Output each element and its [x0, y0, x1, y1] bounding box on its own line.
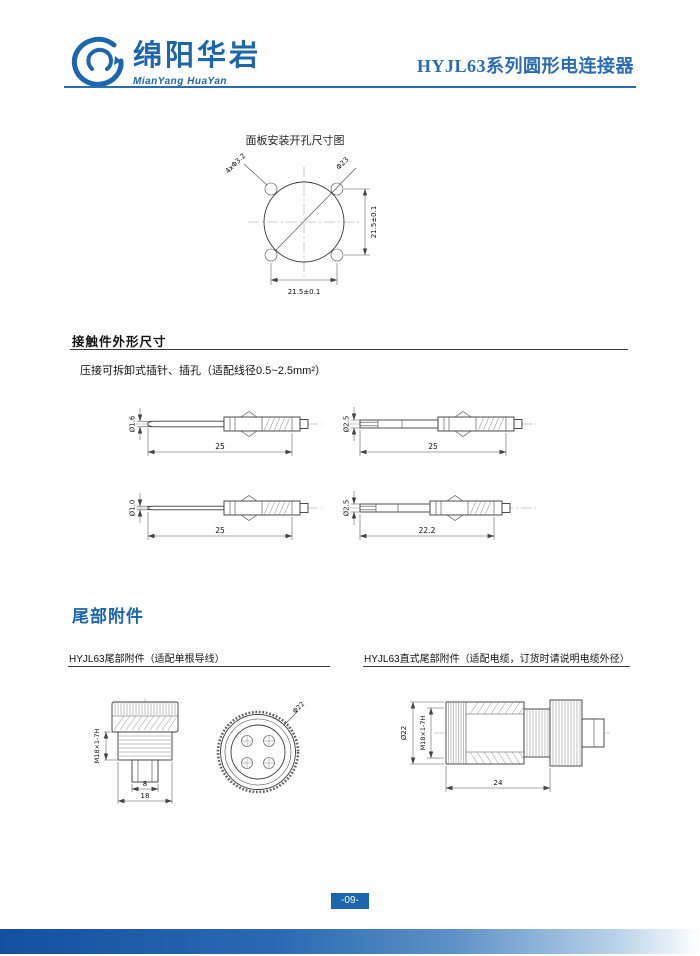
panel-section-title: 面板安装开孔尺寸图	[245, 135, 345, 147]
contact-drawing-pin-2: Ø1.0 25	[129, 493, 322, 540]
diameter-label: Ø1.0	[129, 500, 137, 517]
dim-24-label: 24	[494, 779, 503, 787]
knurled-cap	[111, 701, 179, 733]
tail-section-title: 尾部附件	[72, 607, 144, 626]
panel-vertical-dimension: 21.5±0.1	[344, 188, 378, 256]
footer-bar	[0, 929, 700, 954]
diameter-dimension: Ø1.6	[129, 408, 152, 440]
panel-dim-vertical: 21.5±0.1	[370, 206, 378, 239]
length-dimension: 24	[445, 766, 551, 792]
diameter-dimension: Ø2.5	[343, 491, 366, 525]
dim-18: 18	[117, 762, 173, 804]
panel-dim-horizontal: 21.5±0.1	[288, 288, 321, 296]
wire-holes	[241, 735, 275, 769]
cable-nipple	[131, 759, 159, 783]
thread-label: M18×1-7H	[93, 728, 101, 763]
contact-note: 压接可拆卸式插针、插孔（适配线径0.5~2.5mm²）	[80, 365, 326, 377]
panel-mounting-holes	[264, 182, 344, 262]
length-label: 25	[215, 526, 225, 535]
tail-right-divider	[363, 666, 630, 667]
length-label: 25	[215, 442, 225, 451]
length-label: 22.2	[419, 526, 436, 535]
company-logo-icon	[70, 36, 128, 88]
pin-outline	[147, 495, 309, 521]
panel-hole-callout: 4xΦ3.2	[224, 152, 268, 186]
panel-shell-circle	[263, 167, 357, 263]
diameter-dimension: Ø2.5	[343, 407, 366, 441]
thread-section	[523, 708, 551, 758]
length-dimension: 25	[147, 428, 293, 456]
panel-diameter-label: Φ23	[335, 156, 351, 172]
panel-horizontal-dimension: 21.5±0.1	[270, 263, 338, 296]
page-title: HYJL63系列圆形电连接器	[416, 56, 634, 76]
tail-accessory-straight-view: Ø22 M18×1-7H 24	[400, 699, 610, 792]
front-diameter-label: Φ22	[291, 700, 306, 715]
thread-label: M18×1-7H	[419, 715, 427, 750]
tail-accessory-side-view: M18×1-7H 8 18	[93, 698, 179, 804]
dim-8-label: 8	[143, 780, 147, 788]
length-dimension: 22.2	[359, 514, 495, 540]
panel-cutout-drawing: 4xΦ3.2 Φ23 21.5±0.1 21.5±0.1	[224, 152, 378, 296]
diameter-label: Ø2.5	[343, 416, 351, 433]
tail-left-heading: HYJL63尾部附件（适配单根导线）	[69, 654, 225, 665]
contact-drawing-pin-1: Ø1.6 25	[129, 408, 322, 456]
threaded-body	[117, 731, 173, 761]
tail-accessory-front-view: Φ22	[216, 700, 306, 794]
thread-dimension: M18×1-7H	[93, 728, 117, 763]
logo-title: 绵阳华岩	[133, 40, 262, 72]
contact-drawing-socket-1: Ø2.5 25	[343, 407, 536, 456]
cable-tube	[581, 718, 605, 748]
dim-18-label: 18	[141, 792, 150, 800]
dim-8: 8	[131, 780, 159, 792]
logo-text-block: 绵阳华岩 MianYang HuaYan	[133, 40, 262, 88]
contact-drawing-socket-2: Ø2.5 22.2	[343, 491, 536, 540]
socket-outline	[359, 411, 523, 437]
pin-outline	[147, 411, 309, 437]
diameter-label: Ø2.5	[343, 500, 351, 517]
diameter-dimension: Ø22	[400, 701, 444, 765]
length-dimension: 25	[359, 430, 507, 456]
contact-section-title: 接触件外形尺寸	[72, 335, 167, 349]
panel-holes-label: 4xΦ3.2	[224, 152, 248, 176]
tail-left-divider	[68, 666, 330, 667]
length-dimension: 25	[147, 512, 293, 540]
backshell-body	[445, 701, 525, 765]
contact-section-divider	[70, 349, 628, 350]
diameter-dimension: Ø1.0	[129, 493, 152, 523]
length-label: 25	[428, 442, 438, 451]
diameter-label: Ø1.6	[129, 415, 137, 432]
logo-subtitle: MianYang HuaYan	[133, 76, 227, 87]
header-divider	[64, 86, 636, 88]
knurled-nut	[549, 699, 583, 767]
front-diameter-callout: Φ22	[283, 700, 306, 726]
panel-diameter-callout: Φ23	[335, 156, 351, 172]
page-number: -09-	[331, 893, 369, 909]
socket-outline	[359, 495, 511, 521]
diameter-label: Ø22	[400, 726, 408, 740]
tail-right-heading: HYJL63直式尾部附件（适配电缆，订货时请说明电缆外径）	[364, 654, 630, 665]
thread-dimension: M18×1-7H	[419, 707, 444, 759]
